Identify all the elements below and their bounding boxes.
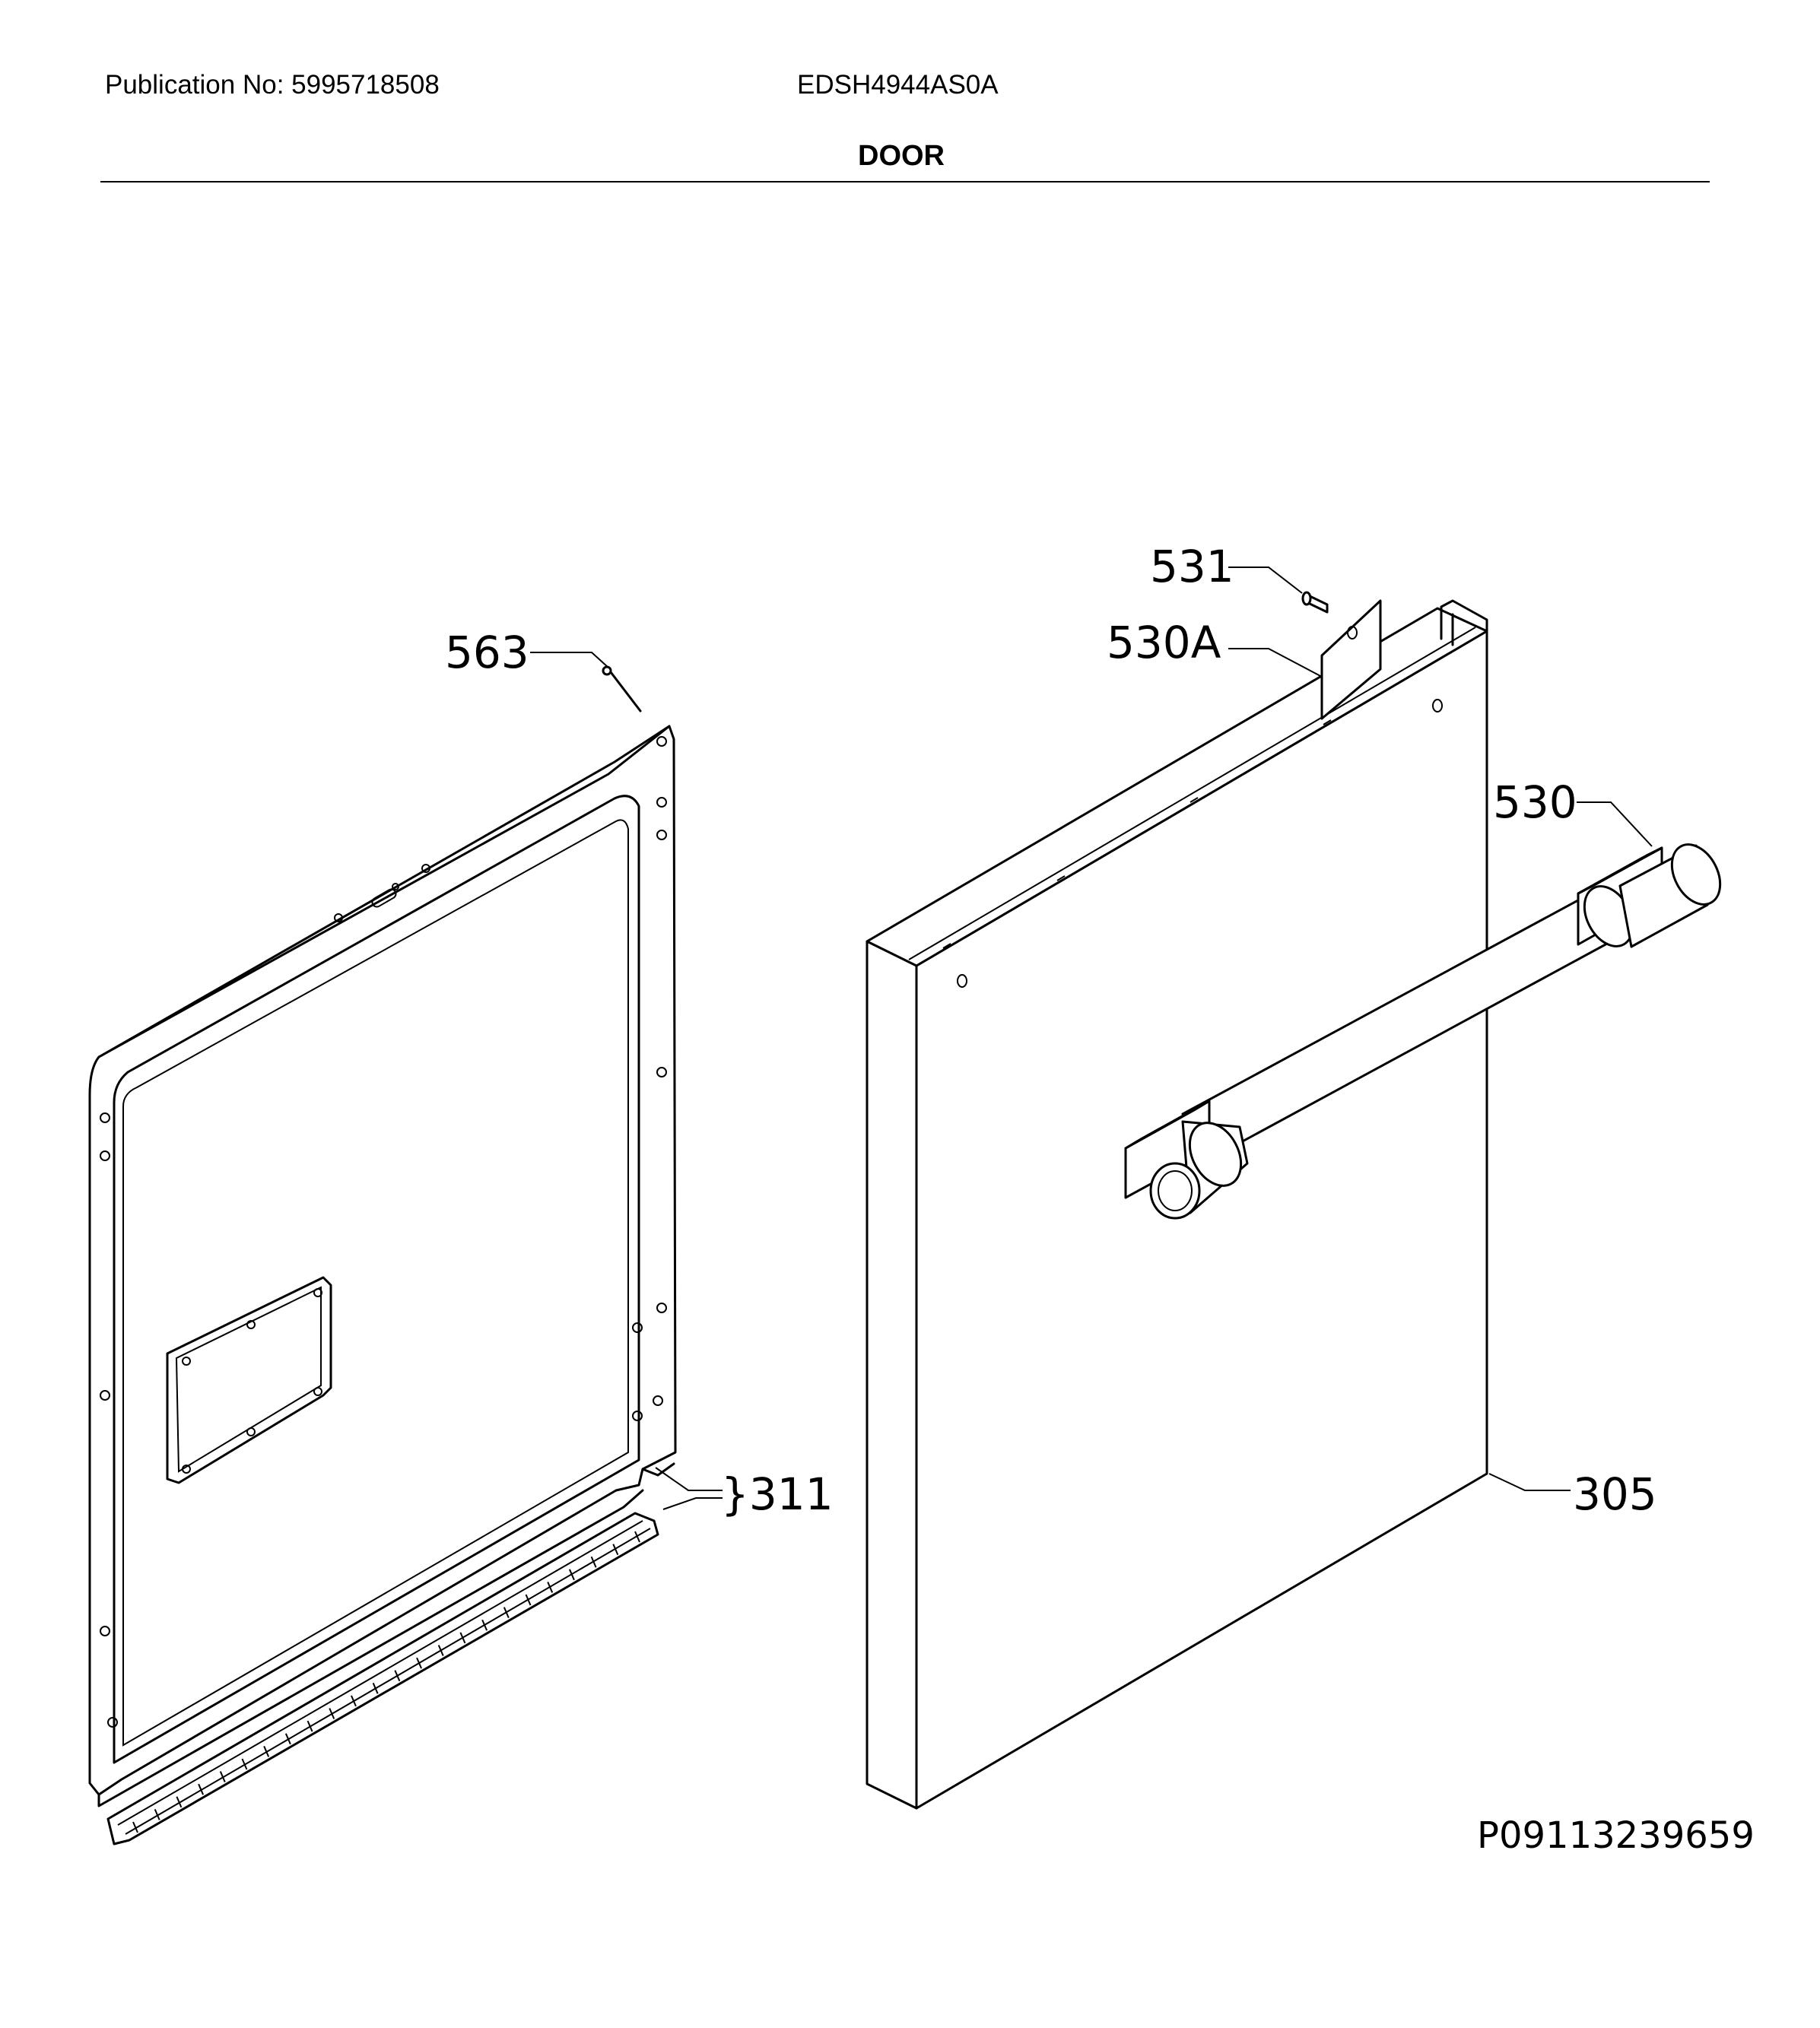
screw-531 — [1301, 591, 1329, 614]
callout-530a: 530A — [1107, 617, 1221, 668]
gasket-rib — [372, 1682, 379, 1694]
gasket-rib — [459, 1632, 466, 1644]
gasket-rib — [198, 1783, 205, 1795]
header-divider — [100, 181, 1710, 182]
callout-563: 563 — [445, 627, 529, 678]
leader-lines — [530, 567, 1653, 1510]
callout-531: 531 — [1150, 541, 1234, 592]
gasket-rib — [394, 1670, 401, 1682]
gasket-rib — [329, 1708, 335, 1719]
gasket-rib — [590, 1556, 597, 1568]
gasket-rib — [568, 1569, 575, 1581]
model-number: EDSH4944AS0A — [797, 70, 999, 100]
inner-door-panel — [88, 725, 677, 1807]
figure-reference: P09113239659 — [1477, 1814, 1755, 1857]
gasket-rib — [481, 1619, 488, 1631]
trim-cover-530a — [1320, 599, 1382, 720]
gasket-rib — [503, 1607, 510, 1619]
section-title: DOOR — [858, 140, 945, 172]
gasket-rib — [437, 1645, 444, 1656]
bottom-gasket-strip — [106, 1512, 659, 1846]
callout-305: 305 — [1573, 1468, 1657, 1520]
gasket-rib — [176, 1796, 183, 1808]
gasket-rib — [351, 1695, 357, 1707]
gasket-rib — [547, 1582, 554, 1593]
callout-311: }311 — [721, 1468, 834, 1520]
gasket-rib — [154, 1808, 160, 1820]
callout-530: 530 — [1493, 776, 1577, 828]
gasket-rib — [263, 1745, 270, 1757]
gasket-rib — [219, 1771, 226, 1782]
gasket-rib — [241, 1758, 248, 1770]
publication-number: Publication No: 5995718508 — [105, 70, 440, 100]
gasket-rib — [307, 1720, 313, 1732]
gasket-rib — [634, 1531, 640, 1543]
gasket-rib — [416, 1657, 422, 1669]
gasket-rib — [612, 1544, 619, 1556]
gasket-rib — [284, 1733, 291, 1745]
screw-563 — [602, 665, 642, 712]
door-handle — [1124, 843, 1722, 1220]
gasket-rib — [525, 1594, 532, 1606]
gasket-rib — [132, 1821, 138, 1833]
